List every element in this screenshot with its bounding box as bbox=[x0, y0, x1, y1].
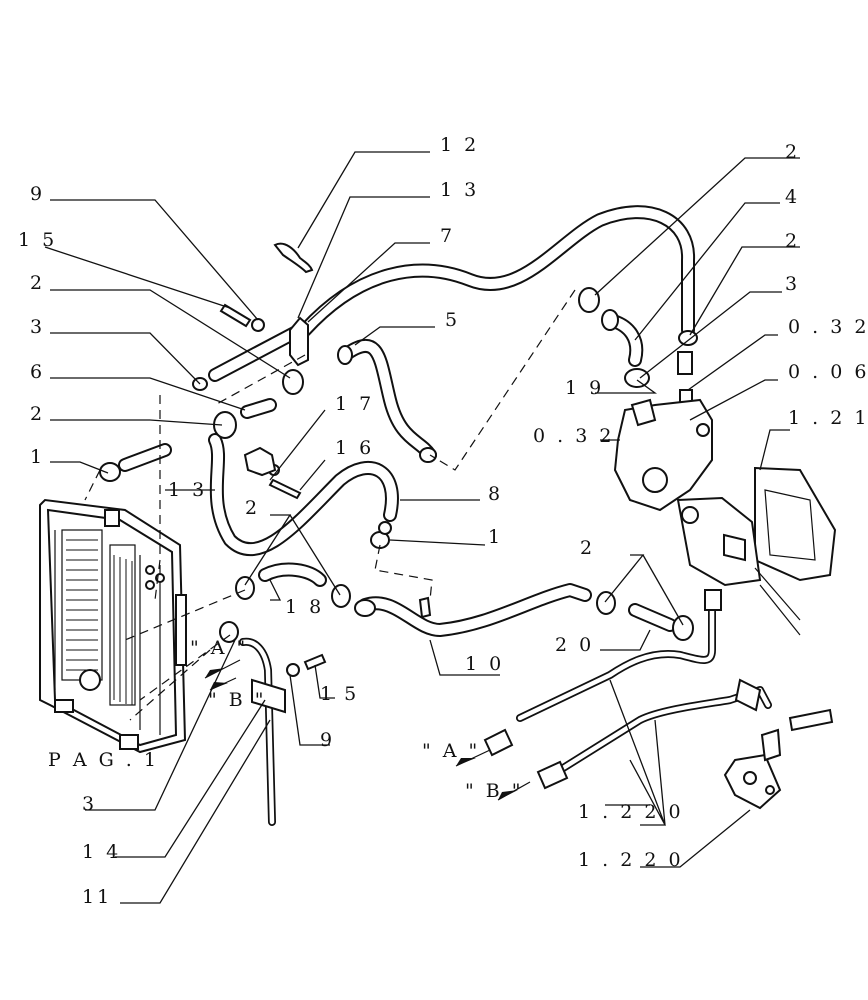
label-15-bottom: 1 5 bbox=[320, 683, 359, 705]
label-1-a: 1 bbox=[30, 446, 45, 468]
label-15-top: 1 5 bbox=[18, 229, 57, 251]
label-10: 1 0 bbox=[465, 653, 504, 675]
label-16: 1 6 bbox=[335, 437, 374, 459]
label-A-left: " A " bbox=[190, 637, 248, 659]
label-B-right: " B " bbox=[465, 780, 524, 802]
label-0-32-right: 0 . 3 2 bbox=[788, 316, 868, 338]
label-B-left: " B " bbox=[208, 689, 267, 711]
label-1-220-a: 1 . 2 2 0 bbox=[578, 801, 684, 823]
label-3-a: 3 bbox=[30, 316, 45, 338]
label-18: 1 8 bbox=[285, 596, 324, 618]
hose-short-left bbox=[118, 443, 172, 472]
label-pag-1: P A G . 1 bbox=[48, 749, 159, 771]
hose-5 bbox=[338, 338, 437, 462]
callout-labels: 1 2 1 3 9 1 5 7 2 3 5 6 2 1 7 1 1 6 1 3 … bbox=[18, 134, 868, 908]
water-pump bbox=[613, 398, 713, 512]
label-A-right: " A " bbox=[422, 740, 480, 762]
label-2-right-top: 2 bbox=[785, 141, 800, 163]
label-13-mid: 1 3 bbox=[168, 479, 207, 501]
label-6: 6 bbox=[30, 361, 45, 383]
hose-clamps bbox=[99, 287, 698, 643]
hose-18 bbox=[258, 562, 327, 587]
section-arrows bbox=[204, 659, 531, 801]
label-17: 1 7 bbox=[335, 393, 374, 415]
bolts bbox=[219, 303, 693, 677]
label-4: 4 bbox=[785, 186, 800, 208]
label-3-b: 3 bbox=[82, 793, 97, 815]
label-2-right-mid: 2 bbox=[785, 230, 800, 252]
label-0-32-left: 0 . 3 2 bbox=[533, 425, 614, 447]
pipe-12 bbox=[208, 323, 307, 382]
clip-12 bbox=[273, 242, 314, 274]
label-7: 7 bbox=[440, 225, 455, 247]
bracket-7 bbox=[289, 316, 309, 367]
label-2-a: 2 bbox=[30, 272, 45, 294]
label-3-right: 3 bbox=[785, 273, 800, 295]
label-20: 2 0 bbox=[555, 634, 594, 656]
label-9-bottom: 9 bbox=[320, 729, 335, 751]
label-14: 1 4 bbox=[82, 841, 121, 863]
tube-6 bbox=[240, 398, 277, 419]
label-1-21: 1 . 2 1 bbox=[788, 407, 868, 429]
label-1-220-b: 1 . 2 2 0 bbox=[578, 849, 684, 871]
label-9-top: 9 bbox=[30, 183, 45, 205]
label-13-top: 1 3 bbox=[440, 179, 479, 201]
label-12: 1 2 bbox=[440, 134, 479, 156]
label-2-d: 2 bbox=[580, 537, 595, 559]
drain-tube-11 bbox=[239, 637, 286, 826]
label-8: 8 bbox=[488, 483, 503, 505]
hose-10 bbox=[358, 583, 592, 637]
radiator bbox=[39, 498, 187, 754]
bracket-17 bbox=[243, 446, 277, 477]
hose-20 bbox=[628, 603, 677, 632]
label-1-b: 1 bbox=[488, 526, 503, 548]
hose-upper bbox=[298, 205, 696, 337]
label-5: 5 bbox=[445, 309, 460, 331]
brake-lines bbox=[483, 589, 834, 810]
label-11: 11 bbox=[82, 886, 112, 908]
leader-lines bbox=[44, 151, 800, 904]
label-19: 1 9 bbox=[565, 377, 604, 399]
label-0-06: 0 . 0 6 bbox=[788, 361, 868, 383]
label-2-c: 2 bbox=[245, 497, 260, 519]
hose-8 bbox=[208, 433, 399, 557]
label-2-b: 2 bbox=[30, 403, 45, 425]
engine-block bbox=[676, 466, 837, 636]
phantom-lines bbox=[84, 289, 576, 721]
